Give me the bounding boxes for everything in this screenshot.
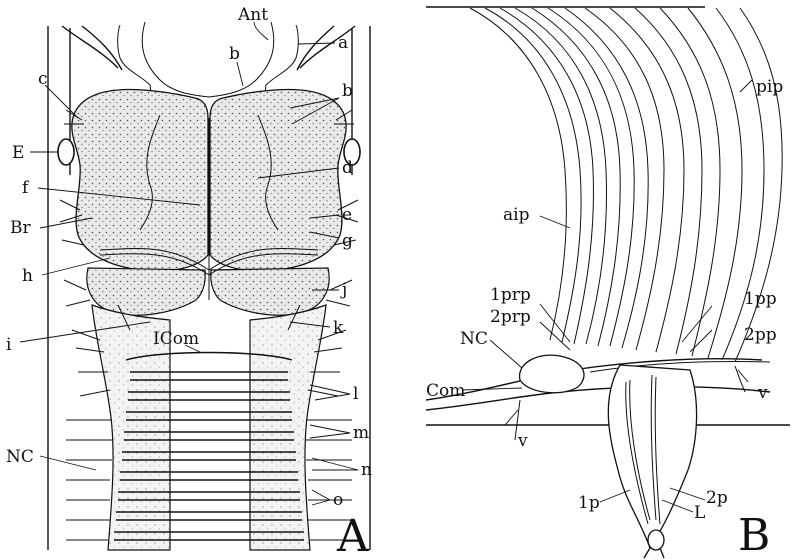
label-a: a [338, 33, 348, 53]
label-2pp: 2pp [744, 325, 777, 345]
label-o: o [333, 490, 343, 510]
label-b-top: b [229, 44, 240, 64]
brain-right-lobe [210, 89, 346, 271]
eye-left [58, 139, 74, 165]
label-2prp: 2prp [490, 307, 531, 327]
label-br: Br [10, 218, 31, 238]
label-pip: pip [756, 77, 783, 97]
label-m: m [353, 423, 369, 443]
label-e: e [342, 205, 352, 225]
panel-label-b: B [738, 510, 770, 560]
label-eye: E [12, 143, 24, 163]
label-ant: Ant [237, 5, 268, 25]
label-1p: 1p [578, 493, 600, 513]
label-l-b: L [694, 503, 705, 523]
label-c: c [38, 69, 48, 89]
panel-b-drawing [426, 7, 790, 558]
label-icom: ICom [153, 329, 199, 349]
label-k: k [333, 318, 344, 338]
label-i: i [6, 335, 12, 355]
label-com: Com [426, 381, 465, 401]
label-v-left: v [517, 431, 528, 451]
label-1pp: 1pp [744, 289, 777, 309]
label-d: d [342, 158, 353, 178]
label-h: h [22, 266, 33, 286]
label-v-right: v [757, 383, 768, 403]
label-nc-a: NC [6, 447, 34, 467]
brain-left-lobe [72, 89, 208, 271]
label-2p: 2p [706, 488, 728, 508]
label-l: l [353, 384, 358, 404]
label-j: j [340, 280, 347, 300]
label-f: f [22, 178, 30, 198]
label-nc-b: NC [460, 329, 488, 349]
label-b-right: b [342, 81, 353, 101]
panel-label-a: A [336, 511, 370, 560]
nerve-cord-swelling [520, 355, 584, 393]
label-1prp: 1prp [490, 285, 531, 305]
label-n: n [361, 460, 372, 480]
label-g: g [342, 231, 353, 251]
label-aip: aip [503, 205, 530, 225]
